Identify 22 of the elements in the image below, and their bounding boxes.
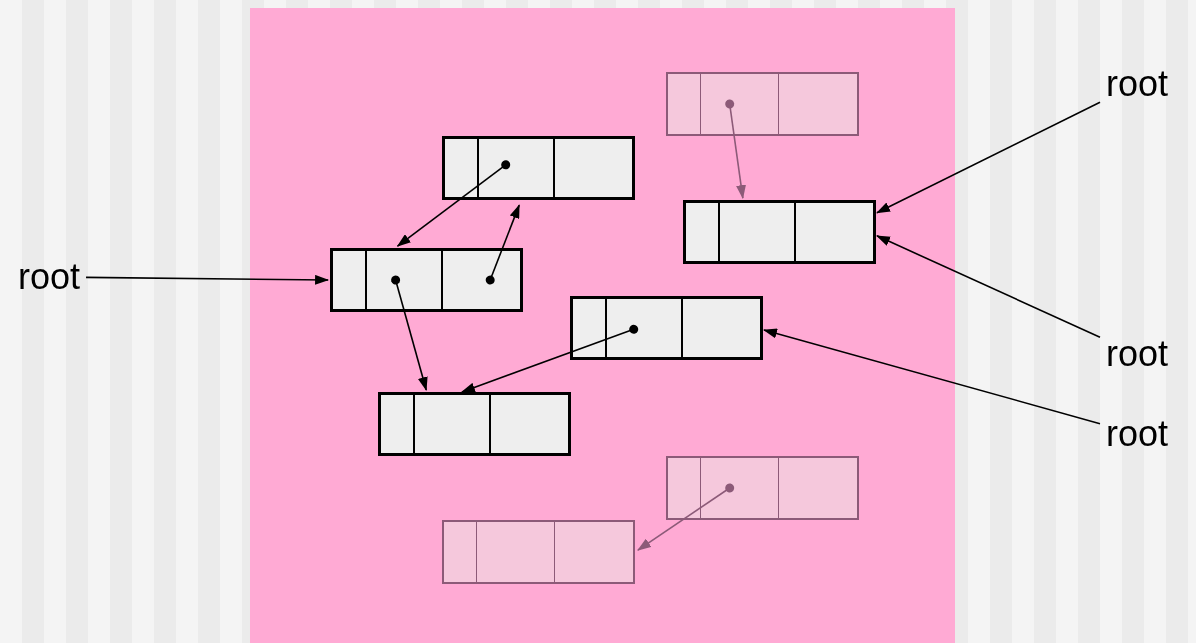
pointer-arrow xyxy=(461,324,639,393)
pointer-arrow xyxy=(85,274,330,285)
object-box xyxy=(442,136,635,200)
unreachable-object-box xyxy=(666,72,859,136)
pointer-arrow xyxy=(876,235,1101,338)
object-box xyxy=(330,248,523,312)
pointer-arrow xyxy=(763,328,1101,425)
pointer-arrow xyxy=(396,160,511,247)
pointer-arrow xyxy=(876,101,1101,214)
root-label: root xyxy=(1106,64,1169,104)
root-label: root xyxy=(1106,334,1169,374)
pointer-arrow xyxy=(637,483,735,551)
pointer-arrow xyxy=(725,99,746,200)
unreachable-object-box xyxy=(666,456,859,520)
pointer-arrow xyxy=(391,275,428,392)
unreachable-object-box xyxy=(442,520,635,584)
object-box xyxy=(683,200,876,264)
root-label: root xyxy=(1106,414,1169,454)
object-box xyxy=(570,296,763,360)
root-label: root xyxy=(18,257,81,297)
pointer-arrow xyxy=(485,204,520,285)
object-box xyxy=(378,392,571,456)
